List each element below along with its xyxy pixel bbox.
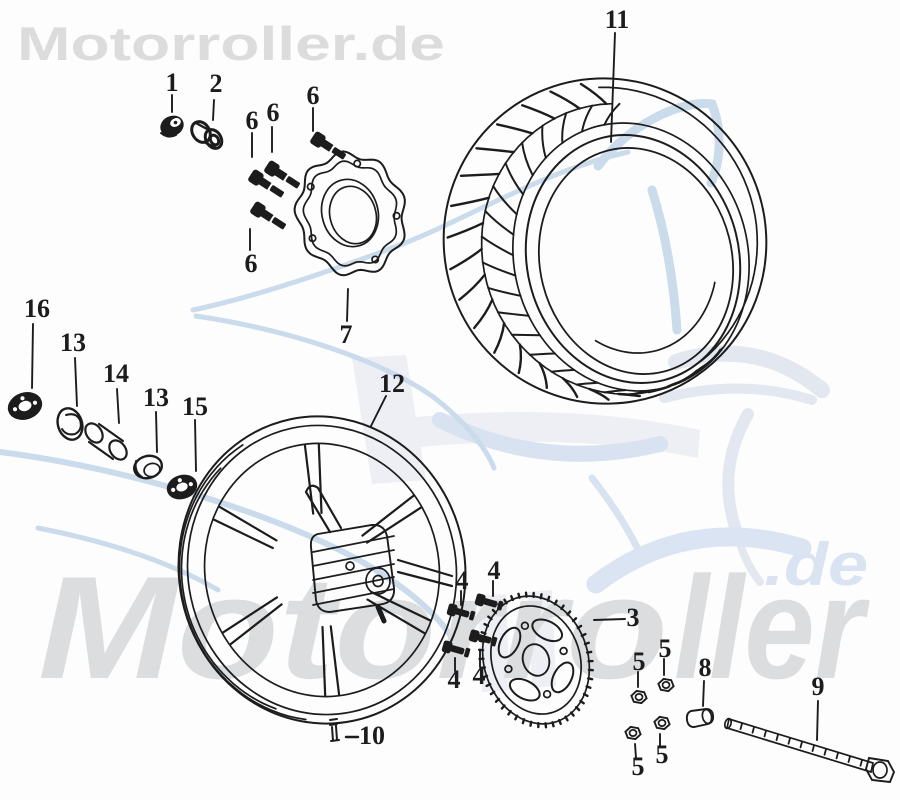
svg-text:4: 4 [473,661,486,690]
svg-text:16: 16 [24,294,50,323]
svg-text:8: 8 [699,653,712,682]
svg-text:2: 2 [210,69,223,98]
svg-text:11: 11 [605,5,630,34]
svg-text:6: 6 [307,81,320,110]
svg-text:13: 13 [60,328,86,357]
svg-text:10: 10 [359,721,385,750]
svg-text:6: 6 [245,249,258,278]
svg-text:5: 5 [633,647,646,676]
svg-text:4: 4 [488,556,501,585]
svg-text:9: 9 [812,672,825,701]
svg-text:1: 1 [166,68,179,97]
svg-text:3: 3 [627,603,640,632]
svg-text:5: 5 [656,740,669,769]
svg-text:13: 13 [143,383,169,412]
svg-text:14: 14 [103,359,129,388]
svg-text:6: 6 [246,106,259,135]
svg-text:15: 15 [182,392,208,421]
svg-text:5: 5 [659,634,672,663]
svg-text:4: 4 [448,665,461,694]
svg-text:7: 7 [340,320,353,349]
svg-text:6: 6 [267,98,280,127]
svg-text:12: 12 [379,369,405,398]
svg-text:Motorroller.de: Motorroller.de [17,17,445,70]
svg-text:Motorroller: Motorroller [38,546,870,709]
svg-text:5: 5 [632,752,645,781]
svg-text:4: 4 [456,566,469,595]
